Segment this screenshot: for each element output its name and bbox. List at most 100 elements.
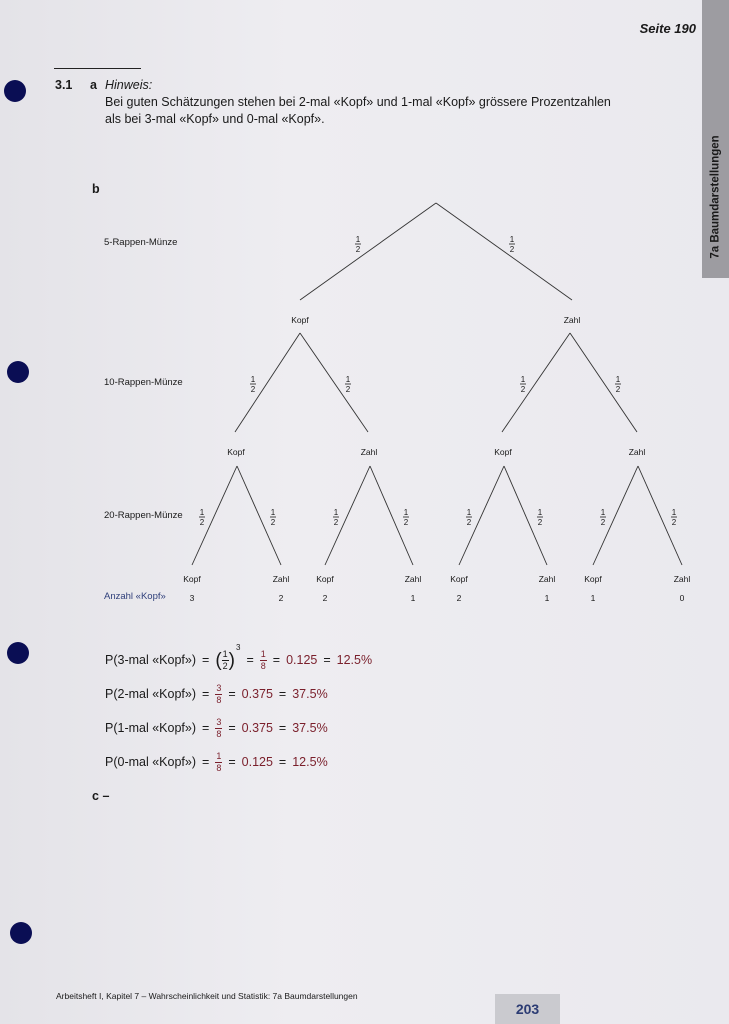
tree-node-kopf: Kopf [291, 315, 309, 325]
branch-probability-denominator: 2 [271, 518, 276, 527]
branch-probability-numerator: 1 [334, 508, 339, 517]
probability-label: P(3-mal «Kopf») [105, 653, 197, 667]
tree-branch [324, 465, 371, 566]
tree-leaf-zahl: Zahl [674, 574, 691, 584]
tree-leaf-kopf: Kopf [183, 574, 201, 584]
tree-leaf-count: 0 [680, 593, 685, 603]
branch-probability-numerator: 1 [200, 508, 205, 517]
branch-probability-numerator: 1 [346, 375, 351, 384]
tree-branch [299, 202, 437, 301]
equals-sign: = [202, 721, 210, 735]
hint-line: Bei guten Schätzungen stehen bei 2-mal «… [105, 95, 611, 109]
equals-sign: = [272, 653, 281, 667]
decimal-value: 0.375 [241, 721, 273, 735]
equals-sign: = [202, 653, 210, 667]
tree-leaf-count: 2 [279, 593, 284, 603]
probability-label: P(1-mal «Kopf») [105, 721, 197, 735]
denominator: 8 [216, 694, 222, 705]
equals-sign: = [246, 653, 254, 667]
tree-branch [236, 465, 282, 566]
equals-sign: = [278, 687, 287, 701]
exercise-rule [54, 68, 141, 69]
denominator: 8 [216, 728, 222, 739]
tree-branch [458, 465, 505, 566]
branch-probability-denominator: 2 [510, 245, 515, 254]
branch-probability-denominator: 2 [467, 518, 472, 527]
probability-label: P(2-mal «Kopf») [105, 687, 197, 701]
branch-probability-denominator: 2 [538, 518, 543, 527]
tree-leaf-count: 1 [411, 593, 416, 603]
branch-probability-numerator: 1 [467, 508, 472, 517]
punch-hole-icon [4, 80, 26, 102]
tree-branches [191, 202, 683, 566]
branch-probability-denominator: 2 [521, 385, 526, 394]
row-label-10-rappen: 10-Rappen-Münze [104, 377, 183, 388]
branch-probability-numerator: 1 [601, 508, 606, 517]
decimal-value: 0.125 [286, 653, 318, 667]
branch-probability-denominator: 2 [200, 518, 205, 527]
branch-probability-denominator: 2 [404, 518, 409, 527]
tree-leaf-count: 2 [323, 593, 328, 603]
branch-probability-denominator: 2 [356, 245, 361, 254]
branch-probability-denominator: 2 [616, 385, 621, 394]
tree-branch [369, 465, 414, 566]
tree-branch [501, 332, 571, 433]
punch-hole-icon [7, 642, 29, 664]
footer-text: Arbeitsheft I, Kapitel 7 – Wahrscheinlic… [56, 991, 358, 1001]
equals-sign: = [278, 755, 287, 769]
tree-branch [234, 332, 301, 433]
punch-hole-icon [7, 361, 29, 383]
branch-probability-numerator: 1 [251, 375, 256, 384]
branch-probability-numerator: 1 [538, 508, 543, 517]
denominator: 8 [260, 660, 266, 671]
tree-node-kopf: Kopf [494, 447, 512, 457]
equals-sign: = [228, 721, 236, 735]
probability-label: P(0-mal «Kopf») [105, 755, 197, 769]
tree-leaf-zahl: Zahl [539, 574, 556, 584]
branch-probability-numerator: 1 [404, 508, 409, 517]
branch-probability-numerator: 1 [616, 375, 621, 384]
exponent: 3 [235, 642, 241, 652]
denominator: 2 [222, 660, 228, 671]
tree-node-zahl: Zahl [564, 315, 581, 325]
chapter-side-tab [702, 0, 729, 278]
percent-value: 37.5% [292, 687, 328, 701]
tree-leaf-zahl: Zahl [405, 574, 422, 584]
tree-leaf-count: 2 [457, 593, 462, 603]
equals-sign: = [228, 755, 236, 769]
numerator: 1 [216, 750, 222, 761]
part-b-label: b [92, 182, 100, 196]
branch-probability-numerator: 1 [271, 508, 276, 517]
part-a-label: a [90, 78, 97, 92]
tree-branch [435, 202, 573, 301]
branch-probability-denominator: 2 [672, 518, 677, 527]
hint-title: Hinweis: [105, 78, 153, 92]
equals-sign: = [202, 755, 210, 769]
part-c-answer: – [102, 789, 110, 803]
equals-sign: = [278, 721, 287, 735]
part-c-label: c [92, 789, 99, 803]
tree-branch [592, 465, 639, 566]
tree-branch [503, 465, 548, 566]
numerator: 1 [222, 648, 228, 659]
part-c: c – [92, 789, 109, 803]
branch-probability-numerator: 1 [521, 375, 526, 384]
branch-probability-numerator: 1 [510, 235, 515, 244]
row-label-20-rappen: 20-Rappen-Münze [104, 510, 183, 521]
tree-branch [299, 332, 369, 433]
numerator: 3 [216, 716, 222, 727]
punch-hole-icon [10, 922, 32, 944]
tree-leaf-kopf: Kopf [316, 574, 334, 584]
